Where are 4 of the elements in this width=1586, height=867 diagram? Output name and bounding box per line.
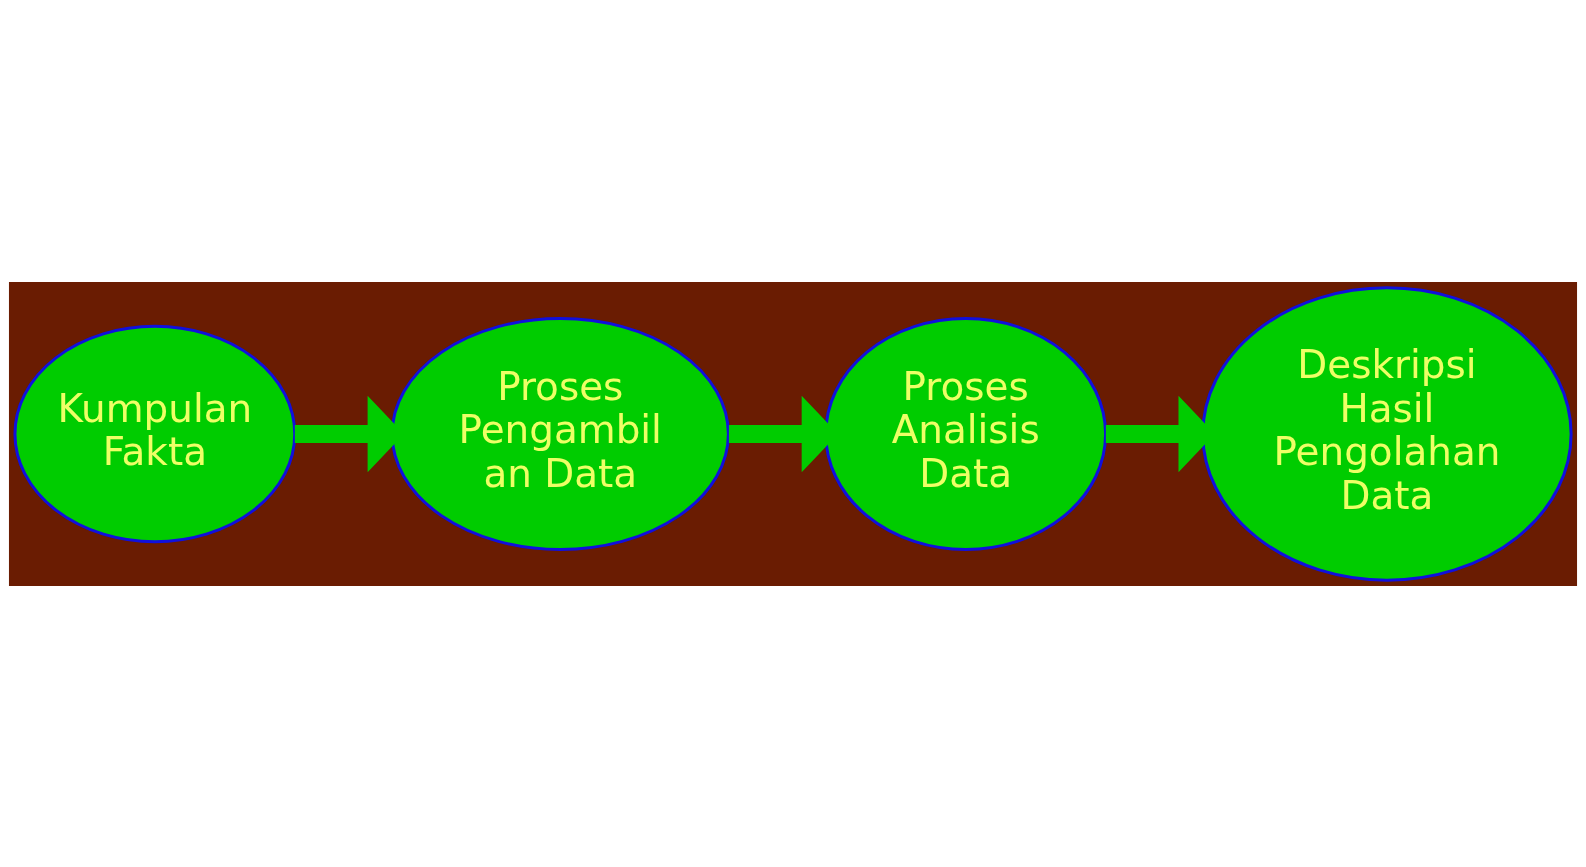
node-ellipse: Kumpulan Fakta xyxy=(13,324,297,543)
node-ellipse: Proses Pengambil an Data xyxy=(390,316,730,551)
node-ellipse: Deskripsi Hasil Pengolahan Data xyxy=(1201,285,1573,582)
node-ellipse: Proses Analisis Data xyxy=(824,316,1108,551)
